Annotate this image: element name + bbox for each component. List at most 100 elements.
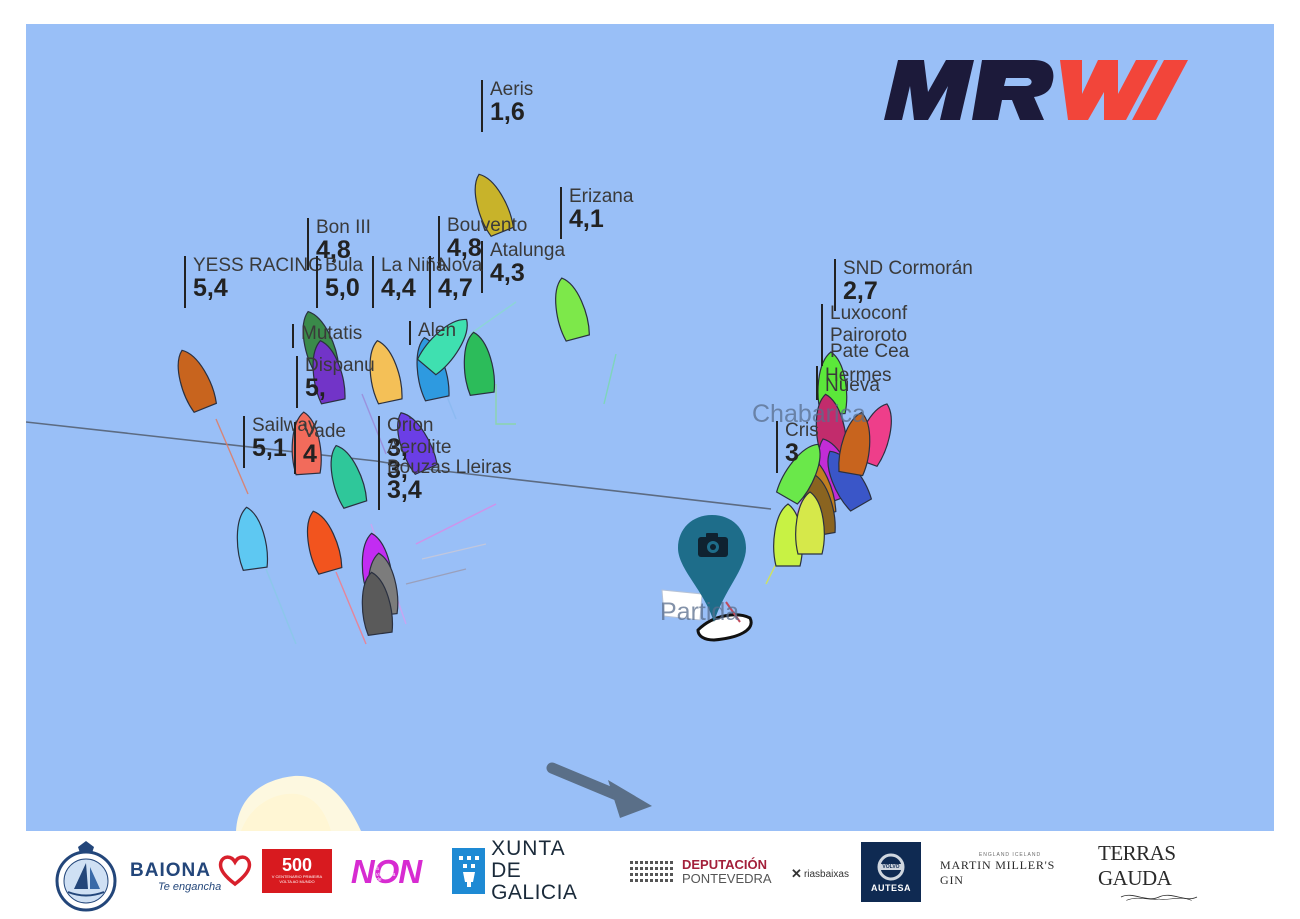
land-shape-2: [241, 793, 331, 831]
sponsor-terras-gauda[interactable]: TERRAS GAUDA: [1098, 841, 1220, 903]
boat-name: Bon III: [316, 217, 371, 238]
sponsor-autesa-badge: VOLVO: [880, 864, 902, 870]
boat-speed: 4,8: [447, 234, 482, 262]
faded-label-partida: Partida: [660, 598, 740, 626]
boat-marker[interactable]: [466, 169, 516, 238]
boat-name: Bouvento: [447, 215, 528, 236]
boat-marker[interactable]: [169, 345, 219, 414]
sponsor-non[interactable]: NON á violencia de xénero: [346, 853, 426, 891]
boat-name: SND Cormorán: [843, 258, 973, 279]
boat-speed: 3,: [387, 434, 408, 462]
boat-marker[interactable]: [795, 491, 825, 555]
boat-marker[interactable]: [775, 437, 831, 505]
boat-label[interactable]: Pate Cea: [821, 341, 910, 366]
boat-label-leader-line: [292, 324, 294, 348]
boat-speed: 5,0: [325, 274, 360, 302]
boat-speed: 4: [303, 440, 317, 468]
sponsor-terras-label: TERRAS GAUDA: [1098, 841, 1176, 890]
boat-marker[interactable]: [323, 441, 369, 509]
boat-name: Bouzas Lleiras: [387, 457, 512, 478]
boat-label[interactable]: Luxoconf: [821, 303, 908, 328]
boat-marker[interactable]: [306, 338, 347, 405]
boat-track: [455, 301, 517, 345]
sponsor-baiona[interactable]: BAIONA Te engancha: [130, 845, 252, 901]
boat-label-leader-line: [821, 304, 823, 328]
boat-speed: 5,1: [252, 434, 287, 462]
course-line: [26, 421, 772, 510]
boat-name: Dispanu: [305, 355, 375, 376]
boat-speed: 3,: [387, 456, 408, 484]
riasbaixas-x-icon: ✕: [791, 866, 802, 881]
sponsor-autesa[interactable]: VOLVO AUTESA: [861, 842, 921, 902]
boat-marker[interactable]: [416, 310, 478, 376]
sponsor-deputacion-label: DEPUTACIÓN: [682, 856, 767, 872]
boat-name: Cris: [785, 420, 819, 441]
boat-label-leader-line: [378, 458, 380, 510]
boat-name: Nueva: [825, 375, 880, 396]
boat-name: Luxoconf: [830, 303, 908, 324]
boat-marker[interactable]: [459, 330, 496, 397]
boat-marker[interactable]: [837, 410, 876, 477]
boat-label-leader-line: [243, 416, 245, 468]
camera-icon[interactable]: [678, 515, 746, 622]
boat-marker[interactable]: [388, 407, 439, 476]
map-canvas[interactable]: [26, 24, 1274, 831]
boat-label[interactable]: Alen: [409, 320, 457, 345]
boat-name: Vade: [303, 421, 346, 442]
sponsor-quinto-centenario[interactable]: 500 V CENTENARIO PRIMEIRA VOLTA AO MUNDO: [262, 849, 332, 893]
sponsor-xunta[interactable]: XUNTA DE GALICIA: [452, 837, 604, 904]
sponsor-martin-millers[interactable]: ENGLAND ICELAND MARTIN MILLER'S GIN: [940, 852, 1080, 887]
boat-speed: 5,: [305, 374, 326, 402]
boat-label-leader-line: [821, 342, 823, 366]
boat-speed: 4,1: [569, 205, 604, 233]
boat-label-leader-line: [409, 321, 411, 345]
sponsor-rias-label: riasbaixas: [803, 868, 849, 880]
boat-speed: 3,4: [387, 476, 422, 504]
start-flag-icon[interactable]: [661, 589, 753, 642]
boat-marker[interactable]: [357, 570, 394, 637]
sponsor-riasbaixas[interactable]: ✕ riasbaixas: [790, 863, 850, 885]
heart-icon: [218, 855, 252, 887]
boat-marker[interactable]: [548, 274, 592, 342]
boat-track: [265, 568, 297, 645]
boat-label[interactable]: Mutatis: [292, 324, 362, 348]
boat-name: Alen: [418, 320, 457, 341]
boat-name: Pairoroto: [830, 325, 908, 346]
boat-markers[interactable]: [169, 169, 901, 637]
boat-label-leader-line: [429, 256, 431, 308]
boat-track: [335, 571, 367, 645]
boat-name: Pate Cea: [830, 341, 910, 362]
boat-speed: 4,8: [316, 236, 351, 264]
boat-speed: 4,4: [381, 274, 416, 302]
boat-label[interactable]: Nueva: [816, 375, 880, 400]
boat-name: YESS RACING: [193, 255, 323, 276]
boat-label-leader-line: [481, 241, 483, 293]
boat-track: [415, 503, 497, 545]
boat-label[interactable]: Pairoroto: [821, 325, 908, 350]
boat-marker[interactable]: [363, 338, 404, 405]
sponsor-deputacion[interactable]: DEPUTACIÓN PONTEVEDRA: [630, 855, 772, 889]
boat-speed: 2,7: [843, 277, 878, 305]
boat-marker[interactable]: [299, 507, 344, 575]
boat-name: Sailway: [252, 415, 318, 436]
boat-label-leader-line: [307, 218, 309, 270]
sponsor-club-logo[interactable]: [54, 837, 118, 913]
boat-marker[interactable]: [232, 505, 269, 572]
boat-label-leader-line: [294, 422, 296, 474]
